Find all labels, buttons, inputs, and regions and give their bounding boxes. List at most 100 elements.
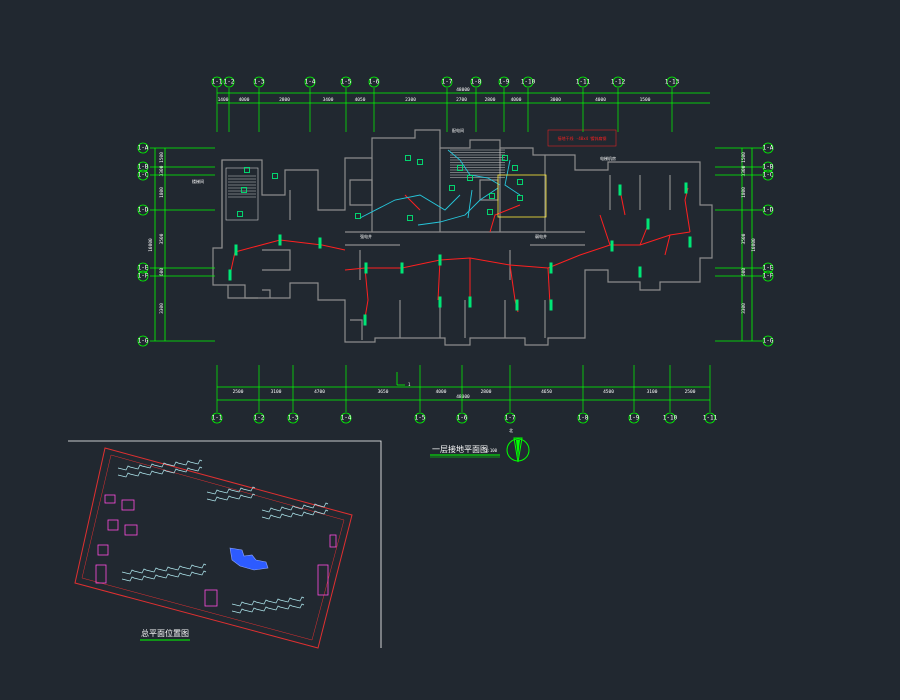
right-dim: 1800: [741, 187, 747, 198]
right-axis-label: 1-C: [763, 172, 774, 179]
left-axis-label: 1-D: [138, 207, 149, 214]
junction-box: [489, 193, 495, 199]
bottom-dim: 4000: [436, 389, 447, 395]
left-axis-label: 1-B: [138, 164, 149, 171]
site-building: [121, 499, 135, 511]
room-label-5: 楼梯间: [192, 178, 204, 184]
top-dim: 3400: [323, 97, 334, 103]
left-axis-label: 1-E: [138, 265, 149, 272]
stair-hatching: [225, 149, 505, 221]
site-building: [204, 589, 218, 607]
left-axis-label: 1-G: [138, 338, 149, 345]
ground-terminal: [400, 262, 404, 274]
left-dim: 3300: [159, 165, 165, 176]
right-dim: 3300: [741, 165, 747, 176]
top-dim: 2300: [405, 97, 416, 103]
site-building: [107, 519, 119, 531]
right-dim: 600: [741, 268, 747, 276]
left-dim: 1500: [159, 152, 165, 163]
junction-box: [517, 179, 523, 185]
top-axis-label: 1-6: [369, 79, 380, 86]
junction-box: [241, 187, 247, 193]
ground-terminal: [515, 299, 519, 311]
top-axis-label: 1-9: [499, 79, 510, 86]
signal-routing: [359, 149, 521, 226]
bottom-dim: 4700: [314, 389, 325, 395]
ground-terminal: [610, 240, 614, 252]
junction-box: [467, 175, 473, 181]
left-overall-dim: 10800: [148, 238, 154, 252]
right-axis-label: 1-F: [763, 273, 774, 280]
axis-grid: 480001-114001-240001-328001-434001-54050…: [138, 76, 774, 424]
site-building: [317, 564, 329, 596]
right-dim: 3500: [741, 233, 747, 244]
top-axis-label: 1-3: [254, 79, 265, 86]
top-axis-label: 1-8: [471, 79, 482, 86]
bottom-axis-label: 1-10: [663, 415, 678, 422]
ground-terminal: [318, 237, 322, 249]
bottom-dim: 4650: [541, 389, 552, 395]
section-mark-label: 1: [408, 382, 411, 387]
right-dim: 3300: [741, 303, 747, 314]
left-axis-label: 1-F: [138, 273, 149, 280]
top-dim: 2800: [279, 97, 290, 103]
junction-box: [487, 209, 493, 215]
room-label-1: 强电井: [360, 233, 372, 239]
site-building: [104, 494, 116, 504]
site-building: [97, 544, 109, 556]
bottom-axis-label: 1-6: [457, 415, 468, 422]
north-arrow: 北: [506, 427, 530, 463]
bottom-axis-label: 1-7: [505, 415, 516, 422]
ground-terminal: [234, 244, 238, 256]
junction-box: [417, 159, 423, 165]
top-axis-label: 1-4: [305, 79, 316, 86]
bottom-dim: 3100: [271, 389, 282, 395]
plan-title-block: 一层接地平面图 1:100: [430, 444, 500, 458]
top-axis-label: 1-10: [521, 79, 536, 86]
top-dim: 4000: [239, 97, 250, 103]
top-axis-label: 1-7: [442, 79, 453, 86]
bottom-axis-label: 1-3: [288, 415, 299, 422]
bottom-dim: 2500: [233, 389, 244, 395]
right-overall-dim: 10800: [751, 238, 757, 252]
top-dim: 4000: [595, 97, 606, 103]
plan-scale: 1:100: [485, 448, 498, 453]
junction-box: [512, 165, 518, 171]
junction-box: [355, 213, 361, 219]
plan-title: 一层接地平面图: [432, 444, 488, 454]
top-overall-dim: 48000: [456, 87, 470, 93]
room-label-4: 电梯机房: [600, 155, 616, 161]
junction-box: [457, 165, 463, 171]
top-dim: 2700: [456, 97, 467, 103]
left-axis-label: 1-C: [138, 172, 149, 179]
junction-box: [407, 215, 413, 221]
junction-box: [449, 185, 455, 191]
junction-box: [517, 195, 523, 201]
top-dim: 3000: [550, 97, 561, 103]
top-dim: 1400: [218, 97, 229, 103]
bottom-axis-label: 1-8: [578, 415, 589, 422]
junction-box: [244, 167, 250, 173]
section-mark: 1: [396, 372, 411, 387]
top-axis-label: 1-1: [212, 79, 223, 86]
ground-terminal: [438, 254, 442, 266]
red-note: 接地干线 -40x4 镀锌扁钢: [558, 135, 607, 141]
top-axis-label: 1-5: [341, 79, 352, 86]
site-plan: 总平面位置图: [68, 440, 382, 649]
ground-terminal: [549, 299, 553, 311]
junction-box: [502, 155, 508, 161]
ground-terminal: [438, 296, 442, 308]
ground-terminal: [364, 262, 368, 274]
bottom-dim: 2500: [685, 389, 696, 395]
ground-terminal: [688, 236, 692, 248]
bottom-dim: 3100: [647, 389, 658, 395]
junction-box: [237, 211, 243, 217]
ground-terminal: [684, 182, 688, 194]
ground-terminal: [618, 184, 622, 196]
bottom-overall-dim: 48000: [456, 394, 470, 400]
right-axis-label: 1-E: [763, 265, 774, 272]
left-dim: 3300: [159, 303, 165, 314]
ground-terminal: [549, 262, 553, 274]
